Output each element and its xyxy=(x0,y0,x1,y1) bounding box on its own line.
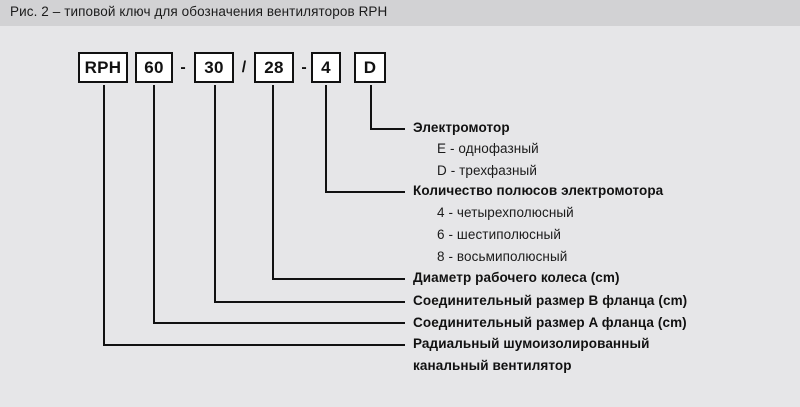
code-token-flange-b-size: 30 xyxy=(194,52,234,83)
legend-title-flange-b-size: Соединительный размер B фланца (cm) xyxy=(413,293,688,308)
leader-pole-count-horizontal xyxy=(325,191,405,193)
leader-flange-a-horizontal xyxy=(153,322,405,324)
legend-option-pole-count-0: 4 - четырехполюсный xyxy=(437,205,574,220)
leader-impeller-horizontal xyxy=(272,278,405,280)
caption-bar xyxy=(0,0,800,26)
legend-title-impeller-diameter: Диаметр рабочего колеса (cm) xyxy=(413,270,620,285)
legend-option-pole-count-1: 6 - шестиполюсный xyxy=(437,227,561,242)
code-token-dash-1: - xyxy=(180,58,186,76)
legend-option-pole-count-2: 8 - восьмиполюсный xyxy=(437,249,568,264)
code-token-dash-2: - xyxy=(301,58,307,76)
leader-impeller-vertical xyxy=(272,85,274,280)
leader-flange-b-vertical xyxy=(214,85,216,303)
legend-title-model-description-line2: канальный вентилятор xyxy=(413,358,572,373)
legend-option-motor-type-1: D - трехфазный xyxy=(437,163,537,178)
code-token-pole-count: 4 xyxy=(311,52,341,83)
leader-flange-b-horizontal xyxy=(214,301,405,303)
legend-title-pole-count: Количество полюсов электромотора xyxy=(413,183,664,198)
legend-option-motor-type-0: E - однофазный xyxy=(437,141,539,156)
code-token-model-prefix: RPH xyxy=(78,52,128,83)
leader-flange-a-vertical xyxy=(153,85,155,324)
leader-model-prefix-vertical xyxy=(103,85,105,346)
leader-motor-type-horizontal xyxy=(370,128,405,130)
legend-title-model-description: Радиальный шумоизолированный xyxy=(413,336,650,351)
code-token-flange-a-size: 60 xyxy=(135,52,173,83)
code-token-impeller-diam: 28 xyxy=(254,52,294,83)
code-token-motor-type: D xyxy=(354,52,386,83)
legend-title-motor-type: Электромотор xyxy=(413,120,510,135)
leader-model-prefix-horizontal xyxy=(103,344,405,346)
leader-pole-count-vertical xyxy=(325,85,327,193)
legend-title-flange-a-size: Соединительный размер A фланца (cm) xyxy=(413,315,687,330)
leader-motor-type-vertical xyxy=(370,85,372,130)
figure-caption: Рис. 2 – типовой ключ для обозначения ве… xyxy=(10,4,388,19)
code-token-slash: / xyxy=(241,58,247,76)
